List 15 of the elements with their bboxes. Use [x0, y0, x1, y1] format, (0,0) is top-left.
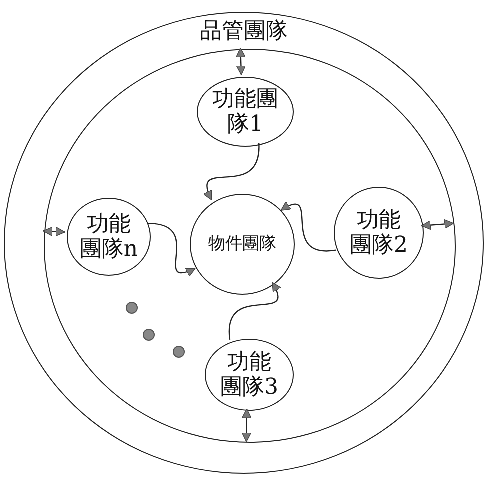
ring-title: 品管團隊	[200, 21, 288, 43]
inner-circle	[44, 49, 456, 443]
arrow	[421, 219, 454, 230]
arrow	[280, 202, 336, 252]
team-label: 功能團隊1	[211, 86, 280, 138]
team-label: 功能團隊2	[348, 208, 409, 258]
arrow	[204, 143, 260, 201]
team-label: 功能團隊3	[219, 350, 280, 400]
team-label: 物件團隊	[207, 234, 278, 254]
arrow	[242, 408, 252, 442]
arrow	[229, 282, 281, 340]
team-label: 功能團隊n	[78, 212, 140, 262]
arrow	[236, 48, 246, 76]
arrow	[43, 226, 66, 237]
arrow	[147, 223, 196, 276]
